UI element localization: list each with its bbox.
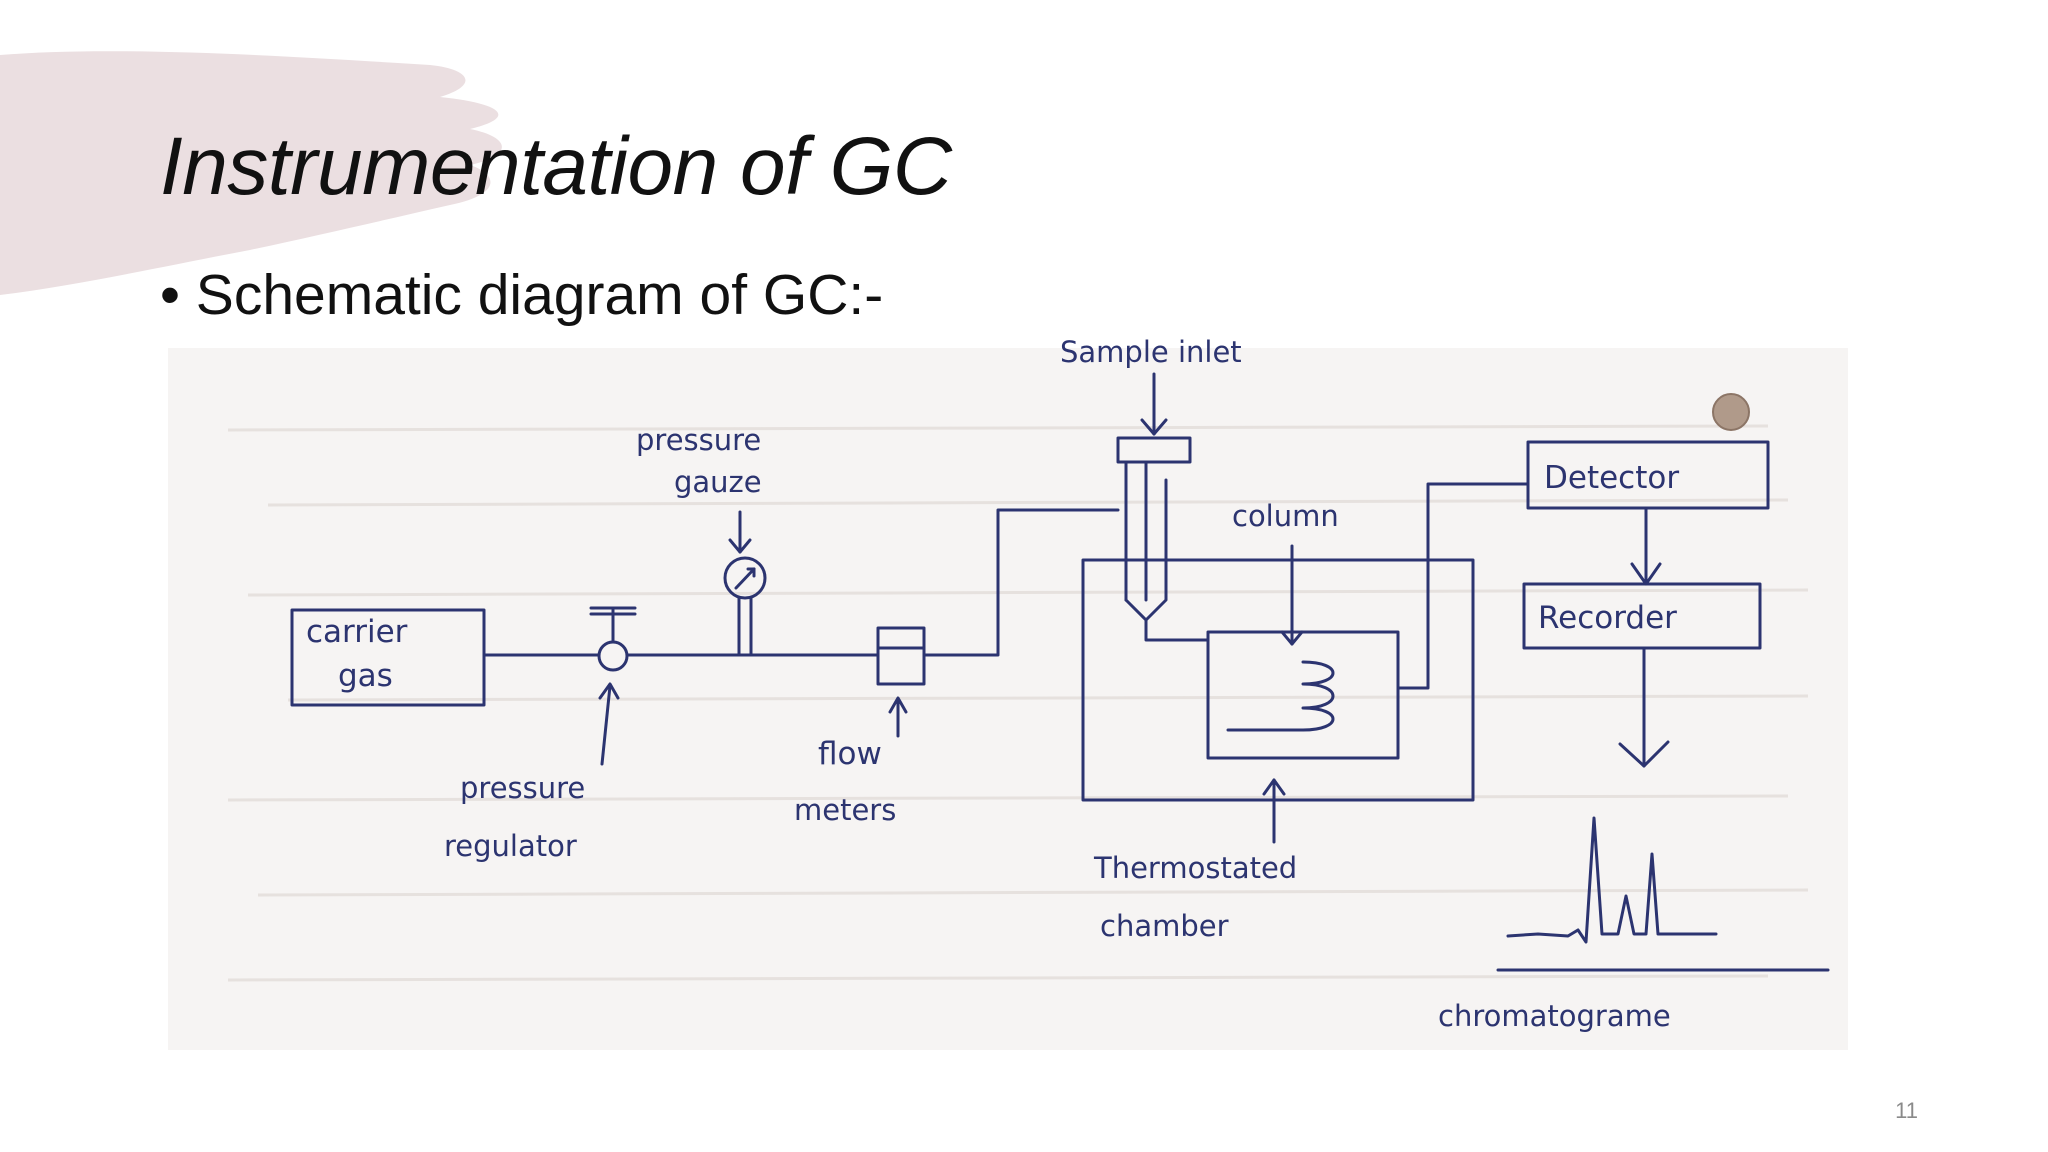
slide-title: Instrumentation of GC	[160, 121, 952, 212]
pressure-gauze-label-line1: pressure	[636, 423, 761, 457]
gas-line-to-inlet	[922, 508, 1120, 657]
thermostated-arrow	[1262, 778, 1286, 844]
pressure-gauge-icon	[723, 556, 767, 657]
thermostated-label-line2: chamber	[1100, 909, 1229, 943]
pressure-regulator-label-line1: pressure	[460, 771, 585, 805]
pressure-regulator-icon	[589, 606, 637, 672]
column-arrow	[1280, 544, 1304, 646]
recorder-box	[1522, 582, 1762, 650]
pressure-regulator-label-line2: regulator	[444, 829, 577, 863]
page-number: 11	[1895, 1098, 1918, 1123]
carrier-gas-label-line1: carrier	[306, 614, 408, 650]
carrier-gas-box	[290, 608, 486, 707]
faint-background-lines	[227, 424, 1809, 982]
gc-schematic-diagram: carrier gas pressure gauze pressure regu…	[168, 335, 1848, 1050]
detector-to-recorder-arrow	[1630, 506, 1662, 586]
pressure-gauze-arrow	[728, 510, 752, 554]
bullet-text: Schematic diagram of GC:-	[195, 263, 884, 327]
decorative-dot	[1712, 393, 1750, 431]
decorative-brush-stroke	[0, 51, 502, 295]
bullet-point: • Schematic diagram of GC:-	[160, 263, 884, 327]
flow-meters-label-line2: meters	[794, 793, 896, 827]
sample-inlet-icon	[1116, 436, 1210, 642]
column-coil-icon	[1226, 660, 1335, 732]
flow-meters-arrow	[888, 696, 908, 738]
recorder-to-chromatogram-arrow	[1618, 646, 1670, 768]
flow-meters-label-line1: flow	[818, 736, 882, 772]
thermostated-chamber-box	[1081, 558, 1475, 802]
chromatogram-trace	[1506, 816, 1718, 944]
carrier-gas-label-line2: gas	[338, 658, 393, 694]
chromatogram-label: chromatograme	[1438, 999, 1671, 1033]
pressure-regulator-arrow	[598, 682, 620, 766]
column-label: column	[1232, 499, 1339, 533]
column-to-detector-line	[1396, 482, 1530, 690]
detector-box	[1526, 440, 1770, 510]
sample-inlet-arrow	[1140, 372, 1168, 436]
recorder-label: Recorder	[1538, 600, 1677, 636]
thermostated-label-line1: Thermostated	[1093, 851, 1297, 885]
pressure-gauze-label-line2: gauze	[674, 465, 762, 499]
detector-label: Detector	[1544, 460, 1679, 496]
sample-inlet-label: Sample inlet	[1060, 335, 1242, 369]
